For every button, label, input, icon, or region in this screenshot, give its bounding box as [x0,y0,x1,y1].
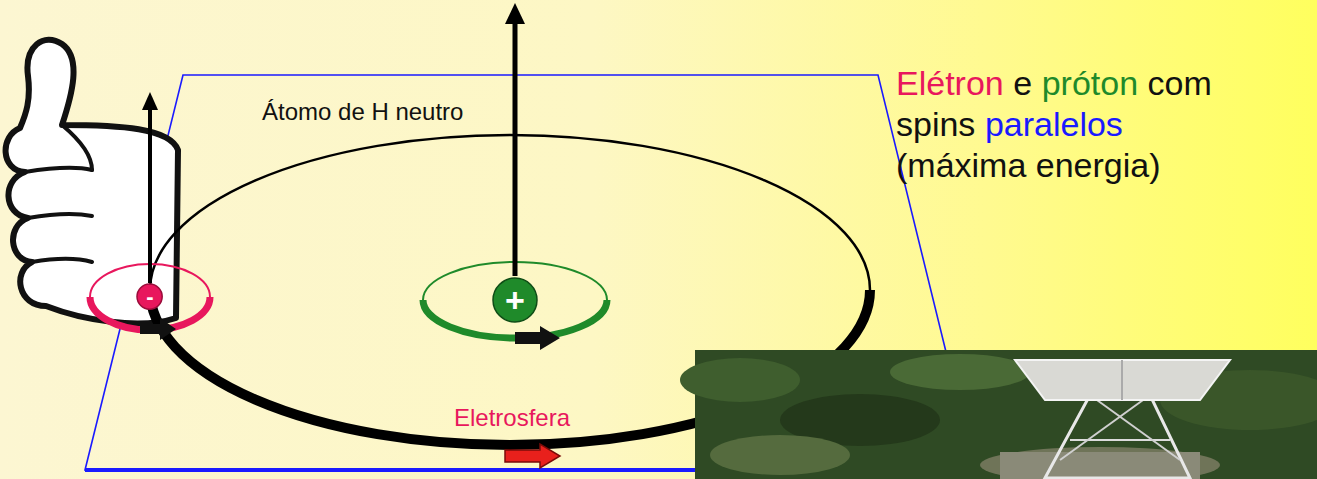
electron-spin-vector [148,108,152,283]
particle-name: Elétron [896,64,1004,103]
region-label: Eletrosfera [454,404,570,432]
arrowhead [142,92,158,110]
charge-sign: + [505,283,525,317]
caption-text: com [1148,64,1212,103]
proton-spin-vector [513,20,518,276]
right-hand-rule-hand [6,40,178,324]
caption-text: (máxima energia) [896,146,1161,185]
proton-circle [493,278,537,322]
arrowhead [505,3,525,24]
atom-title: Átomo de H neutro [262,98,463,126]
orbit-ellipse [150,135,870,445]
electron-circle: - [136,283,163,310]
charge-sign: - [146,286,153,308]
proton-spin-arrow [515,326,560,350]
orbital-plane [85,75,975,470]
proton-circle: + [492,277,538,323]
caption-text: spins [896,105,975,144]
electron-circle [137,284,162,309]
electron-spin-arrow [140,318,176,340]
caption-text: e [1013,64,1032,103]
orbit-direction-arrow [505,444,560,468]
particle-name: próton [1042,64,1138,103]
spin-state: paralelos [985,105,1123,144]
radio-telescope-photo [680,350,1317,479]
